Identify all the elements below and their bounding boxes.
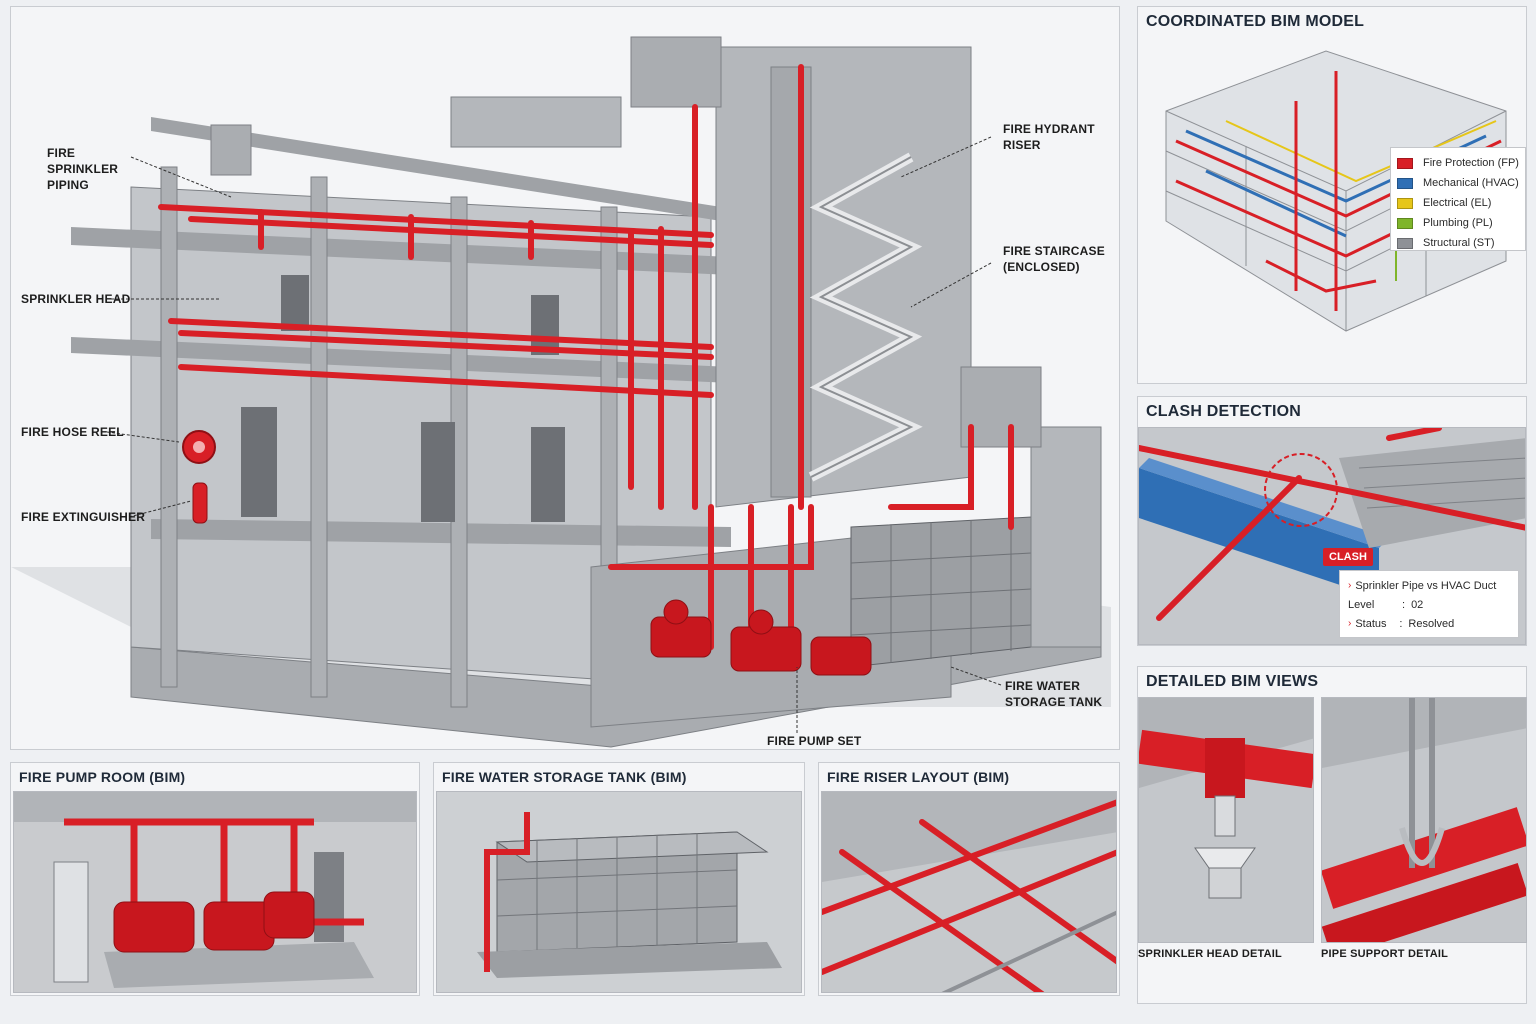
callout-hose-reel: FIRE HOSE REEL	[21, 425, 124, 439]
discipline-legend: Fire Protection (FP) Mechanical (HVAC) E…	[1390, 147, 1526, 251]
callout-extinguisher: FIRE EXTINGUISHER	[21, 510, 146, 524]
panel-title: FIRE WATER STORAGE TANK (BIM)	[442, 769, 687, 785]
legend-swatch	[1397, 237, 1413, 249]
legend-item-st: Structural (ST)	[1397, 233, 1519, 253]
clash-detection-panel: CLASH DETECTION CLASH ›Sprinkler Pipe vs…	[1137, 396, 1527, 646]
legend-item-fp: Fire Protection (FP)	[1397, 153, 1519, 173]
main-cutaway-panel: FIRE SPRINKLER PIPING SPRINKLER HEAD FIR…	[10, 6, 1120, 750]
pump-room-panel: FIRE PUMP ROOM (BIM)	[10, 762, 420, 996]
storage-tank-view	[436, 791, 802, 993]
sprinkler-head-caption: SPRINKLER HEAD DETAIL	[1138, 948, 1282, 960]
panel-title: CLASH DETECTION	[1146, 403, 1301, 420]
legend-item-pl: Plumbing (PL)	[1397, 213, 1519, 233]
riser-layout-view	[821, 791, 1117, 993]
clash-status: ›Status:Resolved	[1348, 617, 1455, 630]
storage-tank-illustration	[437, 792, 801, 992]
callout-pump-set: FIRE PUMP SET	[767, 734, 862, 748]
pump-room-illustration	[14, 792, 416, 992]
clash-marker	[1264, 453, 1338, 527]
coordinated-bim-panel: COORDINATED BIM MODEL Fire	[1137, 6, 1527, 384]
panel-title: COORDINATED BIM MODEL	[1146, 13, 1365, 30]
legend-swatch	[1397, 157, 1413, 169]
legend-item-el: Electrical (EL)	[1397, 193, 1519, 213]
riser-layout-illustration	[822, 792, 1116, 992]
detailed-views-panel: DETAILED BIM VIEWS SPRINKLER HEAD DETAIL…	[1137, 666, 1527, 1004]
clash-level: Level:02	[1348, 598, 1424, 611]
pump-room-view	[13, 791, 417, 993]
riser-layout-panel: FIRE RISER LAYOUT (BIM)	[818, 762, 1120, 996]
sprinkler-head-detail-view	[1138, 697, 1314, 943]
clash-badge: CLASH	[1323, 548, 1373, 566]
clash-illustration	[1139, 428, 1525, 644]
callout-sprinkler-piping: FIRE SPRINKLER PIPING	[47, 146, 119, 192]
legend-swatch	[1397, 217, 1413, 229]
pipe-support-detail-view	[1321, 697, 1527, 943]
pipe-support-caption: PIPE SUPPORT DETAIL	[1321, 948, 1449, 960]
sprinkler-head-illustration	[1139, 698, 1313, 942]
panel-title: FIRE PUMP ROOM (BIM)	[19, 769, 186, 785]
clash-info-card: ›Sprinkler Pipe vs HVAC Duct Level:02 ›S…	[1339, 570, 1519, 638]
legend-item-hvac: Mechanical (HVAC)	[1397, 173, 1519, 193]
clash-view: CLASH ›Sprinkler Pipe vs HVAC Duct Level…	[1138, 427, 1526, 645]
callout-storage-tank: FIRE WATER STORAGE TANK	[1005, 679, 1103, 709]
panel-title: FIRE RISER LAYOUT (BIM)	[827, 769, 1010, 785]
callout-staircase: FIRE STAIRCASE (ENCLOSED)	[1003, 244, 1105, 274]
pipe-support-illustration	[1322, 698, 1526, 942]
coordinated-model-illustration	[1165, 50, 1507, 332]
extinguisher-icon	[192, 482, 208, 524]
panel-title: DETAILED BIM VIEWS	[1146, 673, 1319, 690]
clash-description: ›Sprinkler Pipe vs HVAC Duct	[1348, 579, 1497, 592]
callout-sprinkler-head: SPRINKLER HEAD	[21, 292, 131, 306]
legend-swatch	[1397, 177, 1413, 189]
building-cutaway-illustration	[11, 36, 1111, 748]
storage-tank-panel: FIRE WATER STORAGE TANK (BIM)	[433, 762, 805, 996]
legend-swatch	[1397, 197, 1413, 209]
callout-hydrant-riser: FIRE HYDRANT RISER	[1003, 122, 1095, 152]
